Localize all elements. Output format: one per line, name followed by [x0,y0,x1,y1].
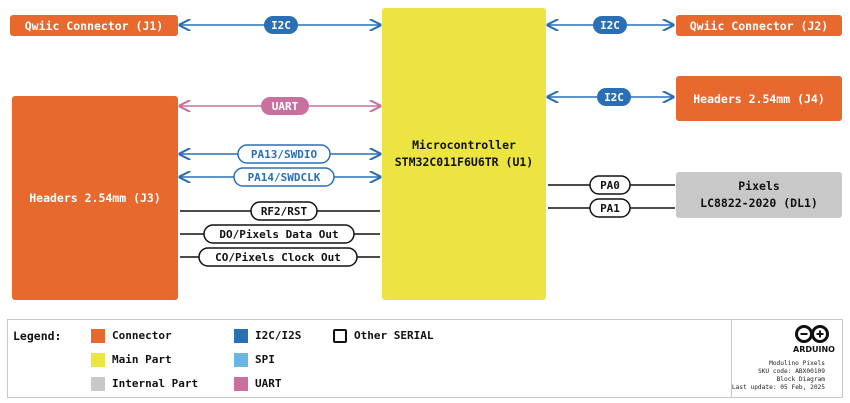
link-do-data-out: DO/Pixels Data Out [180,224,380,244]
block-headers-j3: Headers 2.54mm (J3) [12,96,178,300]
legend-swatch-main-part [91,353,105,367]
block-pixels-line1: Pixels [738,179,780,193]
link-pa14-label: PA14/SWDCLK [248,171,321,184]
footer-doc-type: Block Diagram [776,376,825,383]
legend-label-spi: SPI [255,353,275,366]
legend-label-connector: Connector [112,329,172,342]
link-pa1: PA1 [548,198,675,218]
footer-last-update: Last update: 05 Feb, 2025 [731,384,825,391]
block-microcontroller: Microcontroller STM32C011F6U6TR (U1) [382,8,546,300]
block-mcu-line2: STM32C011F6U6TR (U1) [394,155,534,169]
block-qwiic-j2-label: Qwiic Connector (J2) [689,18,829,33]
legend-swatch-spi [234,353,248,367]
link-pa1-label: PA1 [600,202,620,215]
footer-product: Modulino Pixels [769,360,825,367]
link-pa13-swdio: PA13/SWDIO [180,144,380,164]
legend-label-internal-part: Internal Part [112,377,199,390]
link-pa0-label: PA0 [600,179,620,192]
legend-swatch-internal-part [91,377,105,391]
legend-label-i2c: I2C/I2S [255,329,302,342]
block-headers-j4: Headers 2.54mm (J4) [676,76,842,121]
footer-sku: SKU code: ABX00109 [757,368,825,375]
link-i2c-j1-label: I2C [271,19,291,32]
block-qwiic-j1-label: Qwiic Connector (J1) [24,18,164,33]
legend-swatch-other-serial [333,329,347,343]
link-pa14-swdclk: PA14/SWDCLK [180,167,380,187]
block-qwiic-j1: Qwiic Connector (J1) [10,15,178,36]
legend-label-other-serial: Other SERIAL [354,329,434,342]
footer-panel [731,320,842,397]
block-qwiic-j2: Qwiic Connector (J2) [676,15,842,36]
link-co-clock-out: CO/Pixels Clock Out [180,247,380,267]
legend-label-main-part: Main Part [112,353,172,366]
block-headers-j4-label: Headers 2.54mm (J4) [693,91,825,106]
link-i2c-j2-label: I2C [600,19,620,32]
link-i2c-j1: I2C [180,16,380,34]
legend-swatch-connector [91,329,105,343]
link-uart-label: UART [272,100,299,113]
link-do-label: DO/Pixels Data Out [219,228,338,241]
block-headers-j3-label: Headers 2.54mm (J3) [29,191,161,205]
legend-title: Legend: [13,329,62,343]
link-pa13-label: PA13/SWDIO [251,148,318,161]
legend-panel [7,319,843,398]
link-rf2-rst: RF2/RST [180,201,380,221]
legend-swatch-i2c [234,329,248,343]
legend-swatch-uart [234,377,248,391]
link-co-label: CO/Pixels Clock Out [215,251,341,264]
link-i2c-j4: I2C [548,88,673,106]
block-mcu-line1: Microcontroller [412,138,516,152]
link-rf2-label: RF2/RST [261,205,308,218]
arduino-logo-icon [795,325,829,343]
link-uart: UART [180,97,380,115]
legend-label-uart: UART [255,377,282,390]
block-pixels-line2: LC8822-2020 (DL1) [700,196,818,210]
link-i2c-j2: I2C [548,16,673,34]
link-pa0: PA0 [548,175,675,195]
arduino-brand: ARDUINO [793,345,835,354]
block-pixels: Pixels LC8822-2020 (DL1) [676,172,842,218]
link-i2c-j4-label: I2C [604,91,624,104]
